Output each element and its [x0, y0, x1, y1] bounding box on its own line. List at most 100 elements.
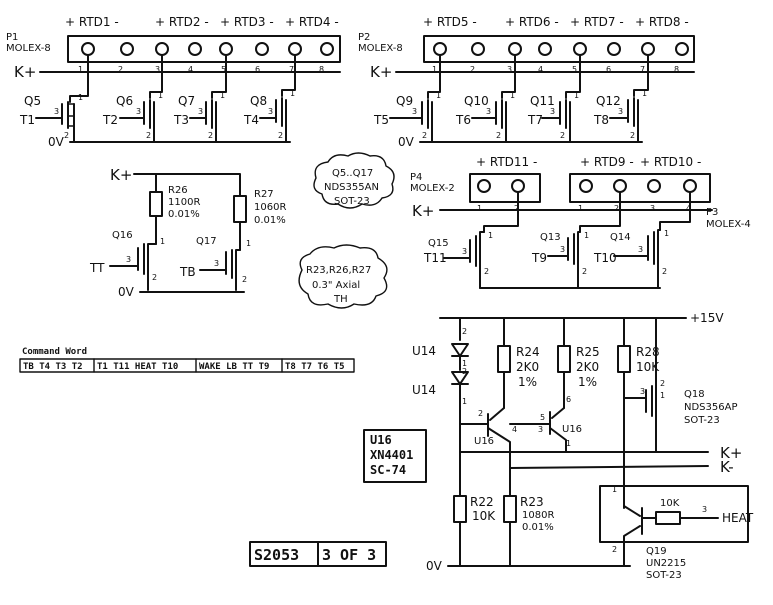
kminus-output-label: K-: [720, 458, 734, 476]
p1-rtd1-label: + RTD1 -: [65, 15, 119, 29]
p3-pin2-number: 2: [614, 204, 619, 213]
ref-kplus-wire: [133, 173, 241, 197]
p1-type: MOLEX-8: [6, 43, 51, 54]
svg-text:NDS356AP: NDS356AP: [684, 402, 738, 413]
svg-text:Q10: Q10: [464, 94, 489, 108]
svg-text:2: 2: [152, 273, 157, 282]
fet-note-line3: SOT-23: [334, 196, 370, 207]
ref-kplus-label: K+: [110, 166, 132, 184]
r22-resistor: [453, 495, 467, 523]
p2-0v-label: 0V: [398, 135, 415, 149]
r28-resistor: [617, 345, 631, 373]
u16-part-line3: SC-74: [370, 463, 406, 477]
svg-text:1: 1: [664, 229, 669, 238]
svg-text:2: 2: [278, 131, 283, 140]
p2-pin-numbers: 1 2 3 4 5 6 7 8: [432, 65, 679, 74]
p3-rtd9-label: + RTD9 -: [580, 155, 634, 169]
svg-text:T3: T3: [173, 113, 189, 127]
svg-text:2: 2: [484, 267, 489, 276]
fet-q10: Q10 T6 3 1 2: [455, 91, 515, 143]
svg-text:1: 1: [220, 91, 225, 100]
svg-text:Q13: Q13: [540, 232, 561, 243]
svg-text:2: 2: [612, 545, 617, 554]
u16-transistor-b: 5 6 3 1 U16: [509, 395, 582, 453]
svg-text:6: 6: [255, 65, 260, 74]
q19-line1: Q19: [646, 546, 667, 557]
kminus-output-wire: [509, 465, 709, 469]
p4-label: P4: [410, 172, 422, 183]
command-word-title: Command Word: [22, 347, 87, 357]
p4-fet-drain-wire: [483, 191, 519, 233]
svg-text:2: 2: [462, 367, 467, 376]
fet-q17: Q17 TB 3 1 2: [179, 236, 251, 291]
p2-type: MOLEX-8: [358, 43, 403, 54]
lower-0v-label: 0V: [426, 559, 443, 573]
r27-resistor: [233, 195, 247, 223]
r28-value: 10K: [636, 360, 660, 374]
r23-name: R23: [520, 495, 544, 509]
p1-label: P1: [6, 32, 18, 43]
p3-rtd10-label: + RTD10 -: [640, 155, 701, 169]
p1-rtd4-label: + RTD4 -: [285, 15, 339, 29]
p3-fet-drain-wire-b: [659, 191, 691, 231]
p2-label: P2: [358, 32, 370, 43]
fet-q7: Q7 T3 3 1 2: [173, 91, 225, 143]
r23-resistor: [503, 495, 517, 523]
svg-text:3: 3: [618, 107, 623, 116]
svg-text:3: 3: [126, 255, 131, 264]
r25-resistor: [557, 345, 571, 373]
svg-text:6: 6: [566, 395, 571, 404]
r22-name: R22: [470, 495, 494, 509]
svg-text:2: 2: [478, 409, 483, 418]
svg-text:1: 1: [642, 89, 647, 98]
p4-type: MOLEX-2: [410, 183, 455, 194]
q19-transistor: 1 2 3: [612, 485, 719, 567]
command-word-cell-3: WAKE LB TT T9: [199, 362, 269, 372]
svg-text:1: 1: [566, 439, 571, 448]
p1-connector-body: [67, 35, 341, 63]
r27-tolerance: 0.01%: [254, 215, 286, 226]
fet-q6: Q6 T2 3 1 2: [102, 91, 163, 143]
r24-resistor: [497, 345, 511, 373]
u16-part-box: [363, 429, 427, 483]
svg-text:3: 3: [136, 107, 141, 116]
r27-name: R27: [254, 189, 274, 200]
svg-text:3: 3: [507, 65, 512, 74]
r26-name: R26: [168, 185, 188, 196]
command-word-cell-4: T8 T7 T6 T5: [285, 362, 345, 372]
ref-0v-label: 0V: [118, 285, 135, 299]
svg-text:4: 4: [512, 425, 517, 434]
p4p3-kplus-label: K+: [412, 202, 434, 220]
svg-text:1: 1: [78, 65, 83, 74]
svg-text:2: 2: [662, 267, 667, 276]
pfet-q18: 3 1 2 Q18 NDS356AP SOT-23: [623, 317, 738, 453]
svg-text:1: 1: [462, 359, 467, 368]
r23-tolerance: 0.01%: [522, 522, 554, 533]
p1-pin-circles: [81, 42, 334, 56]
svg-text:Q7: Q7: [178, 94, 195, 108]
p4-rtd11-label: + RTD11 -: [476, 155, 537, 169]
svg-text:3: 3: [214, 259, 219, 268]
u16-part-line2: XN4401: [370, 448, 413, 462]
svg-text:Q5: Q5: [24, 94, 41, 108]
p4-pin1-number: 1: [477, 204, 482, 213]
r24-name: R24: [516, 345, 540, 359]
svg-text:4: 4: [538, 65, 543, 74]
fet-q16: Q16 TT 3 1 2: [89, 230, 165, 291]
svg-text:T2: T2: [102, 113, 118, 127]
document-number: S2053: [254, 546, 299, 564]
svg-text:1: 1: [78, 93, 83, 102]
p3-pin1-circle: [579, 179, 593, 193]
plus15-label: +15V: [690, 311, 724, 325]
svg-text:2: 2: [146, 131, 151, 140]
svg-text:1: 1: [660, 391, 665, 400]
command-word-cell-2: T1 T11 HEAT T10: [97, 362, 178, 372]
p3-type: MOLEX-4: [706, 219, 751, 230]
p1-pin-numbers: 1 2 3 4 5 6 7 8: [78, 65, 324, 74]
svg-text:SOT-23: SOT-23: [684, 415, 720, 426]
svg-text:1: 1: [290, 89, 295, 98]
p3-pin4-number: 4: [686, 204, 691, 213]
svg-text:1: 1: [488, 231, 493, 240]
u14-label-bottom: U14: [412, 383, 436, 397]
svg-text:2: 2: [630, 131, 635, 140]
